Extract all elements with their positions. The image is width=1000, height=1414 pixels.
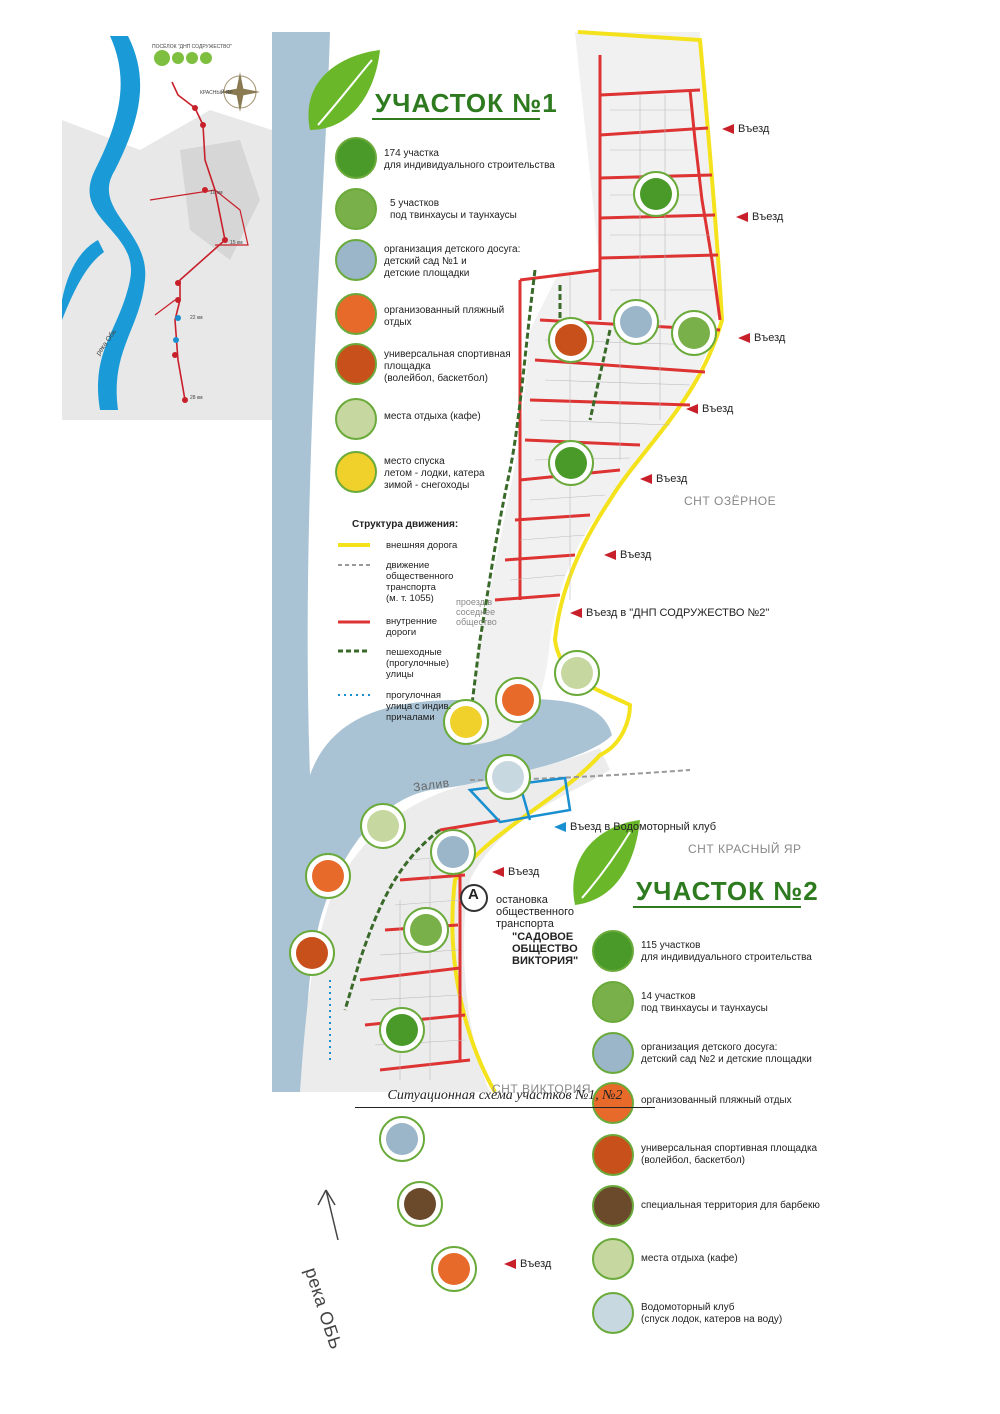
area-label-krasny-yar: СНТ КРАСНЫЙ ЯР [688, 842, 802, 856]
legend-2-item-7: Водомоторный клуб(спуск лодок, катеров н… [641, 1302, 783, 1325]
entry-label-dnp: Въезд в "ДНП СОДРУЖЕСТВО №2" [570, 607, 769, 619]
arrow-left-icon [554, 822, 566, 832]
area-label-ozernoe: СНТ ОЗЁРНОЕ [684, 494, 777, 508]
legend-2-item-4: универсальная спортивная площадка(волейб… [641, 1143, 818, 1166]
entry-label-5: Въезд [640, 473, 687, 485]
entry-label-2: Въезд [736, 211, 783, 223]
traffic-structure-title: Структура движения: [352, 519, 459, 530]
map-facility-icons [289, 171, 717, 1292]
arrow-left-icon [504, 1259, 516, 1269]
entry-label-4: Въезд [686, 403, 733, 415]
inset-label-stop-2: 10 км [210, 190, 223, 196]
leaf-logo-2 [573, 820, 640, 905]
legend-2-item-2: организация детского досуга:детский сад … [641, 1042, 812, 1065]
traffic-internal-roads: внутренние дороги [386, 616, 438, 638]
entry-label-3: Въезд [738, 332, 785, 344]
traffic-pedestrian: пешеходные (прогулочные) улицы [386, 647, 450, 680]
arrow-left-icon [736, 212, 748, 222]
arrow-left-icon [570, 608, 582, 618]
arrow-left-icon [604, 550, 616, 560]
area-label-viktoria: СНТ ВИКТОРИЯ [492, 1082, 592, 1096]
legend-1-item-2: организация детского досуга:детский сад … [384, 244, 521, 279]
legend-2-item-3: организованный пляжный отдых [641, 1095, 792, 1106]
arrow-left-icon [686, 404, 698, 414]
traffic-external-road: внешняя дорога [386, 540, 458, 551]
section-2-underline [633, 906, 801, 908]
legend-1-item-5: места отдыха (кафе) [384, 411, 481, 422]
figure-caption: Ситуационная схема участков №1, №2 [355, 1088, 655, 1108]
arrow-left-icon [738, 333, 750, 343]
entry-label-1: Въезд [722, 123, 769, 135]
traffic-public-transport: движение общественного транспорта (м. т.… [386, 560, 454, 604]
inset-label-stop-4: 22 км [190, 315, 203, 321]
inset-title: ПОСЁЛОК "ДНП СОДРУЖЕСТВО" [152, 44, 233, 50]
inset-label-stop-3: 15 км [230, 240, 243, 246]
inset-label-krasny-yar: КРАСНЫЙ ЯР [200, 90, 233, 96]
section-2-title: УЧАСТОК №2 [636, 876, 819, 906]
inset-label-stop-5: 28 км [190, 395, 203, 401]
arrow-left-icon [492, 867, 504, 877]
entry-label-8: Въезд [504, 1258, 551, 1270]
legend-2-item-5: специальная территория для барбекю [641, 1200, 820, 1211]
entry-label-7: Въезд [492, 866, 539, 878]
section-1-title: УЧАСТОК №1 [375, 88, 558, 118]
legend-2-item-6: места отдыха (кафе) [641, 1253, 738, 1264]
section-1-underline [372, 118, 540, 120]
arrow-left-icon [722, 124, 734, 134]
entry-label-6: Въезд [604, 549, 651, 561]
inset-map [62, 32, 272, 422]
arrow-left-icon [640, 474, 652, 484]
bus-stop-letter: А [468, 886, 479, 903]
passage-label: проезд в соседнее общество [456, 597, 497, 627]
entry-label-water-club: Въезд в Водомоторный клуб [554, 821, 716, 833]
leaf-logo-1 [308, 50, 380, 130]
traffic-walking-piers: прогулочная улица с индив. причалами [386, 690, 452, 723]
